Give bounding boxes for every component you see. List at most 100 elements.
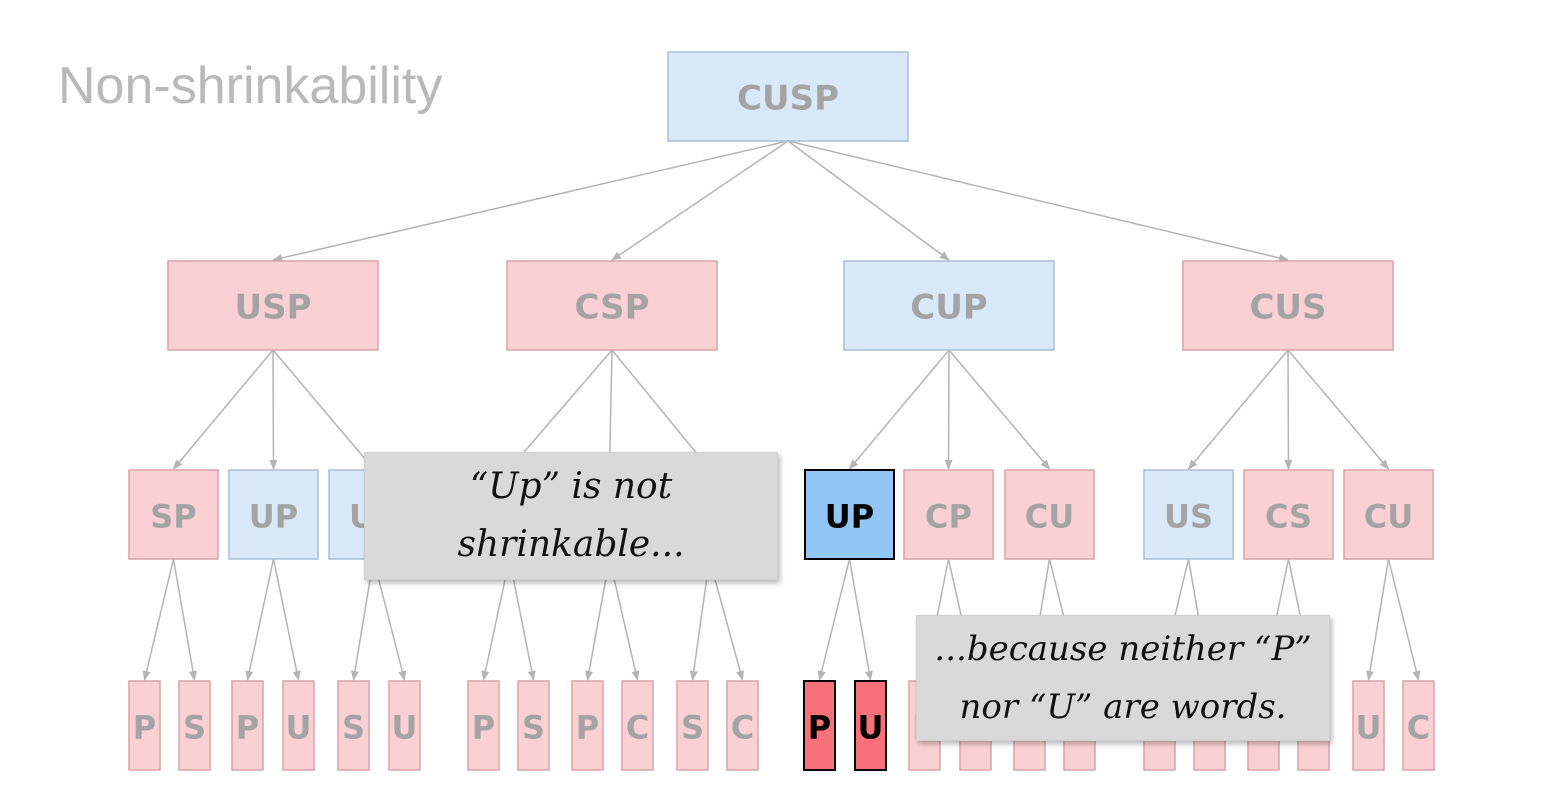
node-l2-cs: CS <box>1243 469 1334 560</box>
edge-l2-to-l3-22 <box>1366 558 1390 681</box>
edge-l1-to-l2-11 <box>1287 349 1390 470</box>
node-l3-p: P <box>231 680 264 771</box>
node-l2-cu-label: CU <box>1364 498 1413 536</box>
callout-2-line-2: nor “U” are words. <box>959 687 1287 727</box>
node-l2-up-label: UP <box>249 498 298 536</box>
node-l3-p-label: P <box>133 709 156 747</box>
edge-root-to-l1-3 <box>787 140 1289 262</box>
node-l2-up-box <box>804 469 895 560</box>
edge-l2-to-l3-13 <box>848 558 873 681</box>
node-l3-s: S <box>517 680 550 771</box>
node-l3-s: S <box>676 680 709 771</box>
edge-l1-to-l2-3 <box>508 349 613 470</box>
callout-1-line-2: shrinkable... <box>457 524 685 565</box>
node-l2-us-box <box>1143 469 1234 560</box>
node-l3-p: P <box>467 680 500 771</box>
edge-l1-to-l2-1 <box>269 349 278 470</box>
node-l3-s: S <box>337 680 370 771</box>
node-l3-u: U <box>854 680 887 771</box>
node-l2-us: US <box>1143 469 1234 560</box>
node-l3-u: U <box>1352 680 1385 771</box>
node-l1-usp-label: USP <box>234 288 311 328</box>
callout-up-not-shrinkable: “Up” is not shrinkable... <box>364 452 778 580</box>
node-root-label: CUSP <box>737 79 839 119</box>
edge-l1-to-l2-7 <box>944 349 953 470</box>
callout-2-line-1: ...because neither “P” <box>934 629 1312 669</box>
node-root-box <box>667 51 909 142</box>
node-l1-cup-label: CUP <box>910 288 987 328</box>
node-l2-cp-label: CP <box>925 498 972 536</box>
edge-l1-to-l2-9 <box>1187 349 1289 470</box>
node-l3-p-box <box>128 680 161 771</box>
node-l1-cup: CUP <box>843 260 1055 351</box>
node-l3-p-label: P <box>236 709 259 747</box>
node-l2-up-label: UP <box>825 498 874 536</box>
edge-l2-to-l3-12 <box>817 558 851 681</box>
slide-title: Non-shrinkability <box>58 57 443 115</box>
node-l1-csp-box <box>506 260 718 351</box>
node-l3-p-box <box>803 680 836 771</box>
node-l2-cu-label: CU <box>1025 498 1074 536</box>
node-l3-p: P <box>803 680 836 771</box>
node-l3-c-box <box>621 680 654 771</box>
node-l3-u-box <box>1352 680 1385 771</box>
edge-l2-to-l3-3 <box>272 558 301 681</box>
node-l1-cup-box <box>843 260 1055 351</box>
node-l2-up: UP <box>228 469 319 560</box>
node-l2-cs-label: CS <box>1265 498 1312 536</box>
node-l3-u-label: U <box>1356 709 1382 747</box>
node-l3-u: U <box>282 680 315 771</box>
node-l3-p-box <box>231 680 264 771</box>
node-l3-s-box <box>178 680 211 771</box>
node-l3-c-box <box>1402 680 1435 771</box>
node-l3-c: C <box>726 680 759 771</box>
callout-because-neither: ...because neither “P” nor “U” are words… <box>916 615 1330 741</box>
edge-l1-to-l2-8 <box>948 349 1051 470</box>
node-l1-csp: CSP <box>506 260 718 351</box>
edge-l1-to-l2-0 <box>172 349 274 470</box>
node-l3-s-label: S <box>681 709 704 747</box>
node-l2-cp: CP <box>903 469 994 560</box>
node-l2-up-box <box>228 469 319 560</box>
node-l1-cus: CUS <box>1182 260 1394 351</box>
edge-root-to-l1-1 <box>611 140 789 261</box>
node-l3-s-label: S <box>522 709 545 747</box>
node-l1-cus-box <box>1182 260 1394 351</box>
node-l3-u-label: U <box>392 709 418 747</box>
node-l2-cu: CU <box>1343 469 1434 560</box>
edge-l2-to-l3-2 <box>245 558 275 681</box>
node-root: CUSP <box>667 51 909 142</box>
node-l3-u: U <box>388 680 421 771</box>
node-l3-p: P <box>571 680 604 771</box>
node-l2-cs-box <box>1243 469 1334 560</box>
node-l1-csp-label: CSP <box>575 288 650 328</box>
node-l1-cus-label: CUS <box>1249 288 1326 328</box>
edge-l2-to-l3-1 <box>172 558 197 681</box>
edge-l1-to-l2-2 <box>272 349 375 470</box>
edge-l1-to-l2-10 <box>1284 349 1293 470</box>
node-l3-c-label: C <box>731 709 754 747</box>
edge-root-to-l1-2 <box>787 140 950 261</box>
node-l3-s-label: S <box>342 709 365 747</box>
node-l3-s-box <box>517 680 550 771</box>
node-l3-u-label: U <box>858 709 884 747</box>
node-l3-p-label: P <box>576 709 599 747</box>
node-l3-c-box <box>726 680 759 771</box>
node-l2-us-label: US <box>1164 498 1213 536</box>
callout-1-line-1: “Up” is not <box>469 466 673 507</box>
node-l3-u-box <box>388 680 421 771</box>
node-l3-s-label: S <box>183 709 206 747</box>
edge-l1-to-l2-6 <box>848 349 950 470</box>
edge-root-to-l1-0 <box>272 140 789 262</box>
node-l2-cu-box <box>1004 469 1095 560</box>
node-l3-u-box <box>282 680 315 771</box>
edge-l2-to-l3-23 <box>1387 558 1421 681</box>
node-l1-usp: USP <box>167 260 379 351</box>
node-l3-c: C <box>621 680 654 771</box>
edge-l1-to-l2-4 <box>605 349 614 470</box>
edge-l1-to-l2-5 <box>611 349 711 470</box>
node-l3-p-label: P <box>472 709 495 747</box>
node-l3-p-label: P <box>808 709 831 747</box>
node-l3-p-box <box>571 680 604 771</box>
